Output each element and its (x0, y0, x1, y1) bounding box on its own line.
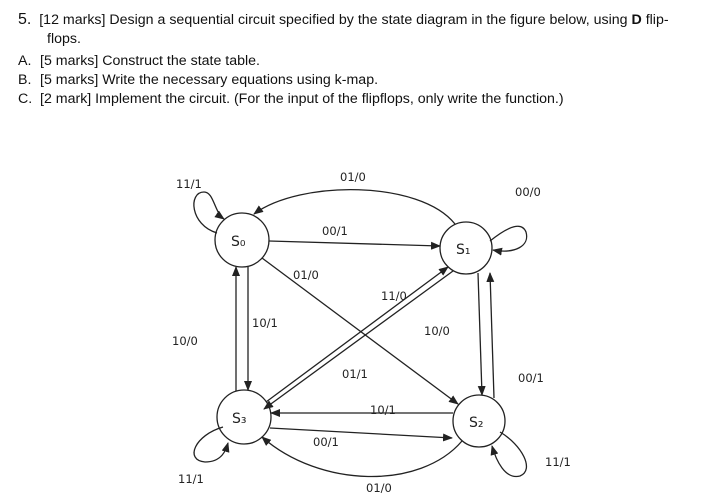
label-s0-self: 11/1 (176, 177, 202, 191)
label-s1-s2: 10/0 (424, 324, 450, 338)
label-s1-self: 00/0 (515, 185, 541, 199)
edge-s0-s2 (261, 257, 459, 405)
part-b: B. [5 marks] Write the necessary equation… (18, 71, 564, 90)
edge-s1-s3 (263, 270, 454, 410)
edge-s1-s2 (477, 272, 486, 396)
state-s0-circle (214, 212, 270, 268)
question-parts: A. [5 marks] Construct the state table. B… (18, 52, 564, 109)
part-text: [5 marks] Construct the state table. (40, 53, 261, 69)
edge-s3-s2 (269, 427, 453, 442)
question-header: 5. [12 marks] Design a sequential circui… (18, 10, 722, 49)
edge-s0-self (193, 191, 225, 234)
edge-s0-s1 (268, 240, 441, 250)
state-s0-label: S₀ (231, 234, 246, 250)
label-s2-self: 11/1 (545, 455, 571, 469)
part-text: [5 marks] Write the necessary equations … (40, 72, 379, 88)
state-s3-label: S₃ (232, 411, 247, 427)
part-c: C. [2 mark] Implement the circuit. (For t… (18, 90, 564, 109)
edge-s2-s1 (486, 272, 495, 399)
question-number: 5. (18, 11, 32, 28)
label-s0-s1: 00/1 (322, 224, 348, 238)
label-s0-s2: 01/0 (293, 268, 319, 282)
question-text: [12 marks] Design a sequential circuit s… (39, 12, 632, 28)
label-s3-s1: 01/1 (342, 367, 368, 381)
edge-s2-self (490, 431, 528, 478)
edge-s3-self (193, 426, 230, 463)
question-line-1: 5. [12 marks] Design a sequential circui… (18, 10, 722, 30)
part-text: [2 mark] Implement the circuit. (For the… (40, 91, 564, 107)
part-letter: A. (18, 53, 32, 69)
label-s2-s3-bottom: 01/0 (366, 481, 392, 495)
part-letter: C. (18, 91, 33, 107)
label-s2-s3-diag: 11/0 (381, 289, 407, 303)
question-bold-d: D (631, 12, 642, 28)
question-text-end: flip- (641, 12, 669, 28)
part-letter: B. (18, 72, 32, 88)
label-s3-self: 11/1 (178, 472, 204, 486)
label-s3-s0: 10/0 (172, 334, 198, 348)
label-s2-s1: 00/1 (518, 371, 544, 385)
state-s2-label: S₂ (469, 415, 484, 431)
edge-s3-s1 (265, 266, 449, 403)
label-s2-s3: 10/1 (370, 403, 396, 417)
state-s1-label: S₁ (456, 242, 471, 258)
label-s3-s2: 00/1 (313, 435, 339, 449)
label-s0-s3: 10/1 (252, 316, 278, 330)
edge-s2-s3-bottom (261, 436, 463, 478)
edge-s1-s0-top (253, 189, 456, 225)
label-s1-s0-top: 01/0 (340, 170, 366, 184)
edge-s1-self (489, 225, 528, 256)
part-a: A. [5 marks] Construct the state table. (18, 52, 564, 71)
question-line-2: flops. (47, 31, 81, 47)
